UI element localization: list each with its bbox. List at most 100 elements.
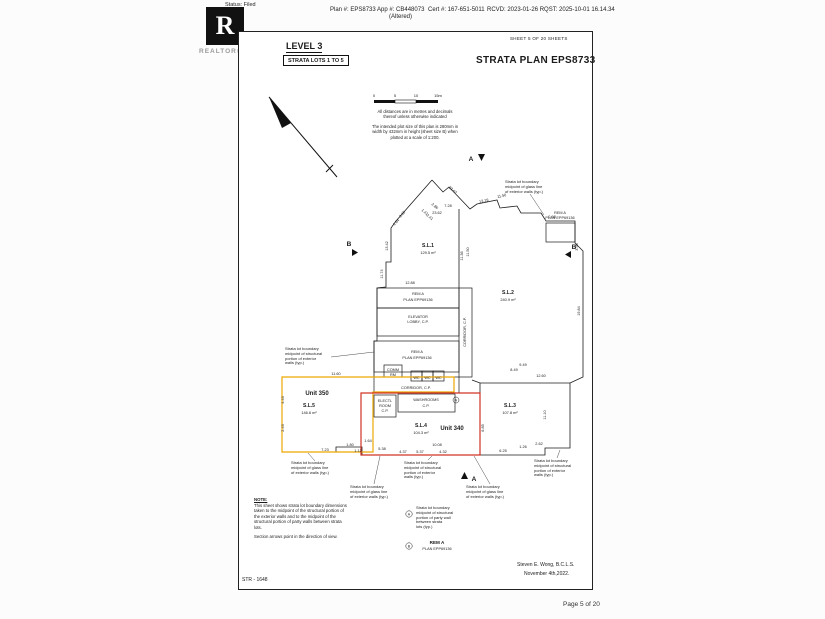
dimension-label: 4.43 — [281, 396, 285, 403]
annotation-glass-line-bottomleft: Strata lot boundary midpoint of glass li… — [291, 460, 330, 475]
annotation-structural-bottomright: Strata lot boundary midpoint of structur… — [534, 458, 572, 478]
unit-340-label: Unit 340 — [440, 426, 464, 432]
section-markers: A A B B — [347, 154, 577, 483]
unit-350-outline — [281, 376, 455, 453]
dimension-label: 6.25 — [499, 449, 506, 453]
dimension-label: 8.49 — [510, 368, 517, 372]
wc-label: WC — [424, 376, 431, 380]
washrooms-label-2: C.P. — [423, 404, 430, 408]
washrooms-label-1: WASHROOMS — [413, 398, 439, 402]
leader-lines — [307, 193, 561, 485]
dimension-labels: 23.62 7.28 23.62 13.19 11.50 1.41 2.41 3… — [281, 186, 581, 454]
dimension-label: 13.19 — [479, 198, 489, 204]
dimension-label: 6.85 — [481, 424, 485, 431]
page-number: Page 5 of 20 — [563, 601, 600, 608]
section-label-b-left: B — [347, 241, 352, 248]
wc-box — [432, 370, 445, 382]
section-arrow-a-bottom — [461, 472, 468, 479]
annotation-party-wall: Strata lot boundary midpoint of structur… — [416, 505, 454, 530]
annotation-structural-bottom: Strata lot boundary midpoint of structur… — [404, 460, 442, 480]
realtor-wordmark: REALTOR® — [199, 48, 243, 55]
section-label-a-top: A — [469, 156, 474, 163]
dimension-label: 13.42 — [385, 241, 389, 251]
scale-tick-label: 15m — [434, 93, 442, 98]
wc-label: WC — [413, 376, 420, 380]
scale-bar: 0 5 10 15m — [373, 93, 443, 104]
lot-area-sl1: 129.5 m² — [420, 250, 436, 255]
lot-labels: S.L.1 129.5 m² S.L.2 240.9 m² S.L.3 107.… — [301, 243, 518, 435]
dimension-label: 11.10 — [543, 410, 547, 419]
dimension-label: 2.43 — [281, 424, 285, 431]
note-block: NOTE: This sheet shows strata lot bounda… — [254, 497, 348, 540]
dimension-label: 23.62 — [448, 186, 458, 195]
scale-tick-label: 0 — [373, 93, 376, 98]
lot-label-sl3: S.L.3 — [504, 403, 516, 409]
electrical-room-label-3: C.P. — [382, 409, 389, 413]
status-text: Status: Filed — [225, 2, 256, 8]
lot-area-sl5: 146.6 m² — [301, 410, 317, 415]
north-arrow-blade — [269, 97, 291, 128]
dimension-label: 1.64 — [364, 439, 371, 443]
dimension-label: 2.41 — [426, 213, 434, 221]
ref-circle-a-plan — [452, 396, 460, 404]
north-arrow — [268, 96, 338, 178]
elevator-label-1: ELEVATOR — [408, 315, 428, 319]
strata-plan-title: STRATA PLAN EPS8733 — [476, 55, 596, 66]
dimension-label: 12.60 — [536, 374, 546, 378]
annotation-glass-line-topright: Strata lot boundary midpoint of glass li… — [505, 179, 544, 194]
scale-segment — [416, 100, 438, 103]
section-arrow-b-right — [565, 251, 571, 258]
dimension-label: 23.62 — [432, 211, 442, 215]
dimension-label: 5.38 — [378, 447, 385, 451]
corridor-label-horizontal: CORRIDOR, C.P. — [401, 386, 431, 390]
dimension-label: 5.37 — [416, 450, 423, 454]
dimension-label: 7.28 — [444, 204, 451, 208]
dimension-label: 1.26 — [519, 445, 526, 449]
rem-a-bottom-plan-no: PLAN EPP69136 — [422, 547, 451, 551]
rem-a-1-label: REM A — [412, 292, 424, 296]
lot-label-sl4: S.L.4 — [415, 423, 427, 429]
dimension-label: 4.37 — [399, 450, 406, 454]
dimension-label: 11.36 — [460, 251, 464, 260]
dimension-label: 11.60 — [331, 372, 340, 376]
north-arrow-line — [268, 96, 338, 178]
dimension-label: 11.74 — [380, 269, 384, 278]
ref-circle-b-note — [405, 542, 413, 550]
annotation-glass-line-bottom1: Strata lot boundary midpoint of glass li… — [350, 484, 389, 499]
scale-tick-label: 5 — [394, 93, 397, 98]
rem-a-1-plan-no: PLAN EPP69136 — [403, 298, 432, 302]
distances-note: All distances are in metres and decimals… — [377, 109, 453, 120]
annotation-glass-line-bottom2: Strata lot boundary midpoint of glass li… — [466, 484, 505, 499]
unit-340-outline — [360, 392, 481, 456]
dimension-label: 3.98 — [575, 243, 579, 250]
scale-segment — [374, 100, 395, 103]
level-title: LEVEL 3 — [286, 41, 323, 53]
section-label-a-bottom: A — [472, 476, 477, 483]
dimension-label: 0.98 — [548, 215, 555, 219]
plan-number-text: Plan #: EPS8733 App #: CB448073 — [330, 7, 425, 13]
dimension-label: 2.86 — [431, 202, 439, 210]
note-body: This sheet shows strata lot boundary dim… — [254, 502, 347, 530]
rem-a-3-label: REM A — [554, 211, 566, 215]
dimension-label: 11.50 — [497, 193, 507, 199]
dimension-label: 9.49 — [519, 363, 526, 367]
plan-sheet — [238, 31, 593, 590]
dimension-label: 1.64 — [392, 218, 400, 226]
annotation-structural-left: Strata lot boundary midpoint of structur… — [285, 346, 323, 366]
dimension-label: 1.12 — [354, 449, 361, 453]
str-number: STR - 1648 — [242, 577, 268, 583]
plot-size-note: The intended plot size of this plan is 2… — [371, 124, 459, 140]
lot-label-sl1: S.L.1 — [422, 243, 434, 249]
wall-sl2-sl3 — [471, 379, 570, 455]
rem-a-3-plan-no: PLAN EPP69136 — [545, 216, 574, 220]
dimension-label: 2.62 — [535, 442, 542, 446]
wc-label: WC — [435, 376, 442, 380]
survey-date: November 4th,2022. — [524, 571, 570, 577]
rem-a-bottom-label: REM A — [430, 540, 445, 545]
scale-segment — [394, 99, 417, 104]
comm-room-label-2: RM — [390, 373, 396, 377]
realtor-logo-letter: R — [215, 11, 235, 40]
dimension-label: 12.88 — [405, 281, 415, 285]
